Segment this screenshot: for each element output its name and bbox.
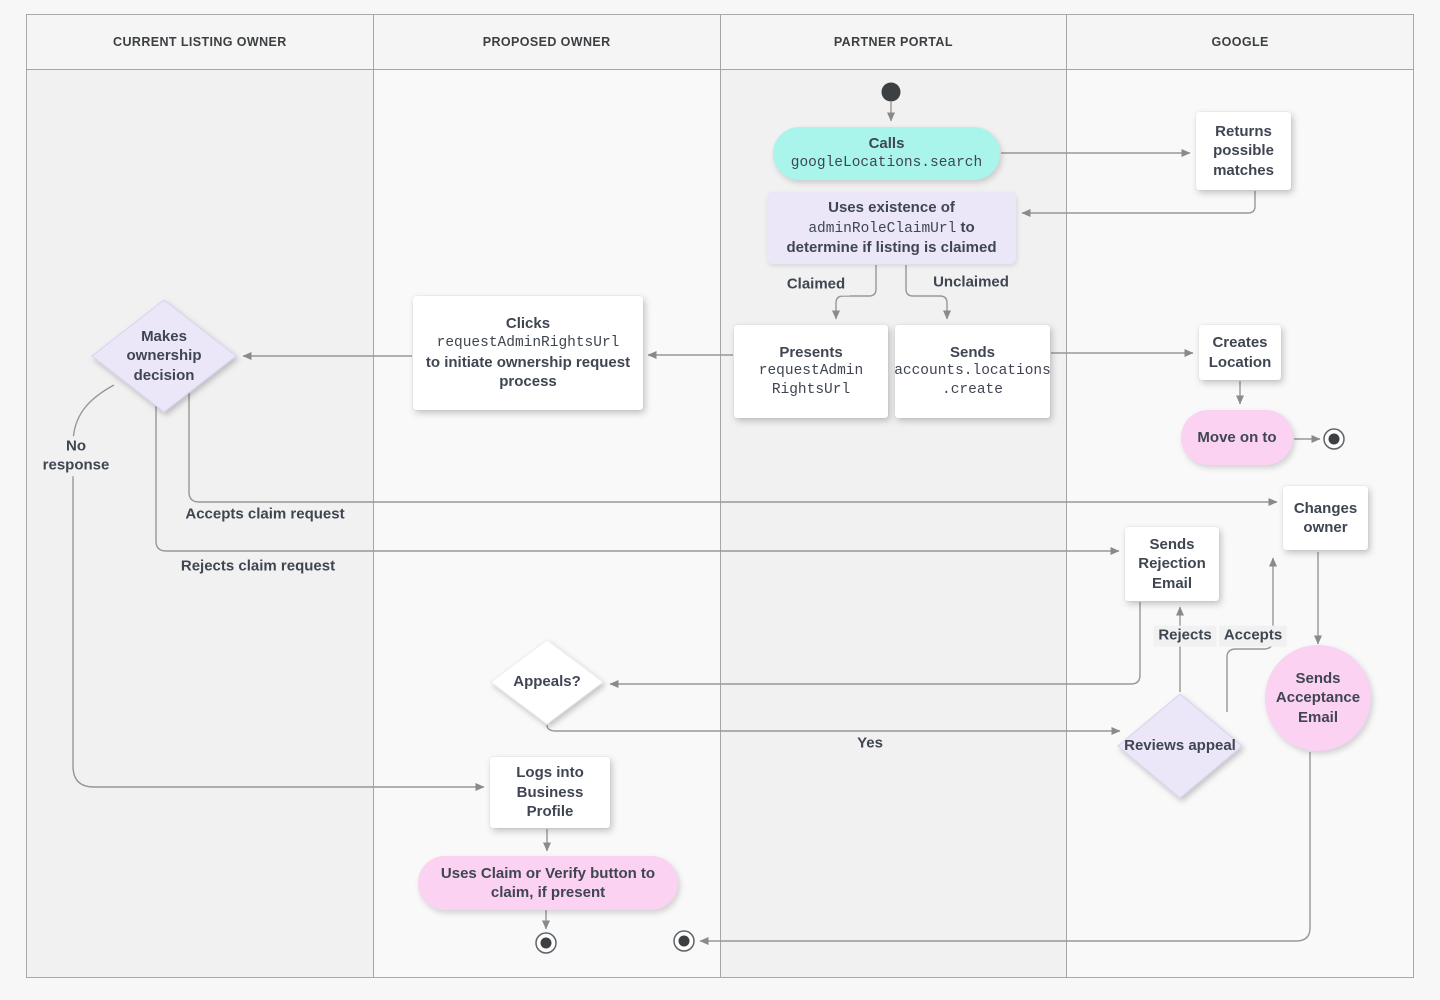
node-line2-suffix: to (956, 218, 975, 236)
edge-label-accepts-claim-request: Accepts claim request (180, 504, 350, 526)
node-text: Makes ownership decision (126, 327, 202, 384)
lane-header-current-listing-owner: CURRENT LISTING OWNER (27, 15, 374, 69)
uses-claim-or-verify-node: Uses Claim or Verify button to claim, if… (418, 856, 678, 910)
node-code-line2: .create (942, 382, 1003, 399)
sends-rejection-email-node: Sends Rejection Email (1125, 527, 1219, 601)
node-text: Returns possible matches (1213, 122, 1274, 179)
edge-label-claimed: Claimed (781, 274, 851, 296)
node-title: Calls (868, 135, 905, 153)
node-line3: determine if listing is claimed (786, 239, 997, 257)
node-line2: adminRoleClaimUrl to (808, 218, 974, 239)
sends-acceptance-email-node: Sends Acceptance Email (1265, 645, 1371, 751)
node-code-line2: RightsUrl (771, 382, 851, 399)
node-rest: to initiate ownership request process (425, 353, 631, 391)
node-code-line1: requestAdmin (758, 363, 864, 380)
edge-label-no-response: No response (29, 436, 123, 476)
node-title: Sends (949, 343, 995, 361)
edge-label-unclaimed: Unclaimed (928, 272, 1014, 294)
lane-header-row: CURRENT LISTING OWNER PROPOSED OWNER PAR… (27, 15, 1413, 70)
uses-existence-node: Uses existence of adminRoleClaimUrl to d… (767, 192, 1016, 264)
makes-ownership-decision-label: Makes ownership decision (104, 312, 224, 400)
node-text: Appeals? (513, 673, 581, 691)
node-text: Move on to (1197, 428, 1277, 446)
lane-header-partner-portal: PARTNER PORTAL (721, 15, 1068, 69)
node-text: Sends Acceptance Email (1275, 669, 1361, 726)
returns-possible-matches-node: Returns possible matches (1196, 112, 1291, 190)
edge-label-accepts: Accepts (1218, 625, 1288, 647)
node-text: Uses Claim or Verify button to claim, if… (440, 864, 656, 902)
move-on-to-node: Move on to (1181, 410, 1293, 465)
reviews-appeal-label: Reviews appeal (1122, 718, 1238, 774)
changes-owner-node: Changes owner (1283, 486, 1368, 550)
creates-location-node: Creates Location (1199, 325, 1281, 380)
edge-label-rejects: Rejects (1153, 625, 1217, 647)
edge-label-rejects-claim-request: Rejects claim request (175, 556, 341, 578)
calls-google-locations-search-node: Calls googleLocations.search (773, 127, 1000, 180)
node-text: Reviews appeal (1124, 737, 1236, 755)
node-code: requestAdminRightsUrl (436, 334, 620, 351)
logs-into-business-profile-node: Logs into Business Profile (490, 757, 610, 828)
presents-request-admin-rights-url-node: Presents requestAdmin RightsUrl (734, 325, 888, 418)
node-code: adminRoleClaimUrl (808, 220, 957, 237)
node-text: Sends Rejection Email (1138, 535, 1206, 592)
sends-accounts-locations-create-node: Sends accounts.locations .create (894, 325, 1051, 418)
node-text: Creates Location (1208, 334, 1272, 371)
node-text: Logs into Business Profile (516, 764, 584, 821)
node-line1: Uses existence of (828, 199, 955, 217)
lane-header-google: GOOGLE (1211, 35, 1269, 49)
lane-header-proposed-owner: PROPOSED OWNER (374, 15, 721, 69)
node-code: googleLocations.search (790, 154, 983, 171)
node-title: Presents (779, 343, 843, 361)
lane-proposed-owner (373, 70, 721, 977)
clicks-request-admin-rights-url-node: Clicks requestAdminRightsUrl to initiate… (413, 296, 643, 410)
node-title: Clicks (505, 315, 551, 333)
appeals-label: Appeals? (497, 666, 597, 698)
edge-label-yes: Yes (852, 733, 888, 755)
node-code-line1: accounts.locations (894, 363, 1051, 380)
node-text: Changes owner (1293, 499, 1358, 537)
